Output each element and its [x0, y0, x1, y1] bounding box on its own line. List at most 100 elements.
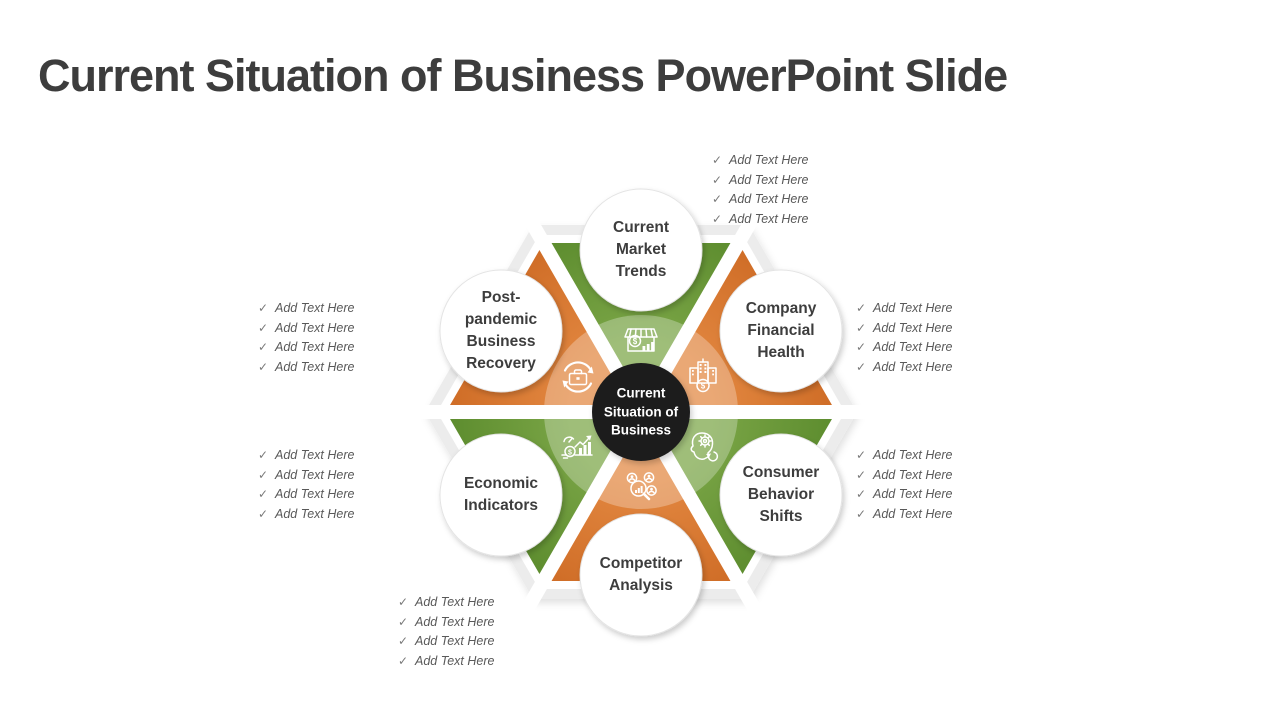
bullet-list-financial-health: ✓ Add Text Here ✓ Add Text Here ✓ Add Text …: [856, 299, 952, 378]
label-market-trends: Current Market Trends: [575, 217, 707, 283]
check-icon: ✓: [856, 360, 867, 375]
label-line: Consumer: [742, 464, 820, 481]
bullet-text: Add Text Here: [729, 172, 809, 187]
bullet-text: Add Text Here: [729, 153, 809, 167]
label-economic-indicators: Economic Indicators: [435, 473, 567, 517]
label-line: Business: [466, 333, 536, 350]
bullet-item: ✓Add Text Here: [856, 466, 952, 486]
check-icon: ✓: [258, 487, 269, 502]
label-line: Recovery: [466, 355, 536, 372]
bullet-text: Add Text Here: [275, 467, 355, 482]
bullet-item: ✓Add Text Here: [856, 505, 952, 525]
check-icon: ✓: [258, 340, 269, 355]
bullet-text: Add Text Here: [415, 614, 495, 629]
label-financial-health: Company Financial Health: [715, 298, 847, 364]
center-hub: [592, 363, 690, 461]
svg-text:$: $: [568, 449, 572, 456]
check-icon: ✓: [258, 301, 269, 315]
circle-financial-health: [719, 269, 843, 393]
label-line: Trends: [615, 263, 667, 280]
svg-text:$: $: [701, 382, 706, 391]
bullet-text: Add Text Here: [415, 654, 495, 669]
bullet-text: Add Text Here: [873, 301, 953, 315]
bullet-text: Add Text Here: [873, 448, 953, 462]
check-icon: ✓: [856, 507, 867, 522]
check-icon: ✓: [258, 467, 269, 482]
bullet-list-post-pandemic: ✓Add Text Here ✓Add Text Here ✓Add Text …: [258, 299, 354, 378]
bullet-text: Add Text Here: [275, 448, 355, 462]
label-line: Behavior: [747, 486, 815, 503]
magnifier-people-icon: [626, 472, 657, 501]
center-hub-label: Current Situation of Business: [586, 384, 696, 440]
label-line: Current: [613, 219, 669, 236]
check-icon: ✓: [712, 192, 723, 207]
bullet-item: ✓ Add Text Here: [258, 446, 354, 466]
bullet-item: ✓ Add Text Here: [856, 299, 952, 319]
check-icon: ✓: [258, 320, 269, 335]
check-icon: ✓: [712, 212, 723, 227]
bullet-list-competitor-analysis: ✓ Add Text Here ✓ Add Text Here ✓ Add Text …: [398, 593, 494, 672]
label-line: Company: [745, 300, 817, 317]
bullet-text: Add Text Here: [275, 487, 355, 502]
bullet-item: ✓ Add Text Here: [856, 358, 952, 378]
check-icon: ✓: [398, 634, 409, 649]
bullet-list-consumer-behavior: ✓Add Text Here ✓Add Text Here ✓Add Text …: [856, 446, 952, 525]
check-icon: ✓: [398, 595, 409, 609]
bullet-item: ✓ Add Text Here: [258, 485, 354, 505]
check-icon: ✓: [856, 320, 867, 335]
bullet-list-market-trends: ✓ Add Text Here ✓ Add Text Here ✓ Add Text …: [712, 151, 808, 230]
check-icon: ✓: [398, 654, 409, 669]
head-gear-icon: [690, 432, 719, 462]
bullet-item: ✓ Add Text Here: [258, 466, 354, 486]
briefcase-refresh-icon: [562, 361, 594, 393]
bullet-text: Add Text Here: [275, 301, 355, 315]
check-icon: ✓: [856, 340, 867, 355]
storefront-icon: $: [624, 328, 658, 352]
bullet-item: ✓Add Text Here: [398, 613, 494, 633]
label-line: Economic: [463, 475, 539, 492]
bullet-text: Add Text Here: [275, 507, 355, 522]
bullet-item: ✓ Add Text Here: [258, 299, 354, 319]
label-line: Situation of: [603, 403, 679, 419]
bullet-item: ✓Add Text Here: [258, 358, 354, 378]
circle-consumer-behavior: [719, 433, 843, 557]
label-competitor-analysis: Competitor Analysis: [575, 553, 707, 597]
label-line: Financial: [747, 322, 815, 339]
label-line: Analysis: [609, 577, 673, 594]
circle-competitor-analysis: [579, 513, 703, 637]
check-icon: ✓: [856, 448, 867, 462]
bullet-item: ✓Add Text Here: [712, 171, 808, 191]
label-line: pandemic: [464, 311, 538, 328]
bullet-text: Add Text Here: [415, 595, 495, 609]
bullet-text: Add Text Here: [873, 467, 953, 482]
bullet-item: ✓ Add Text Here: [712, 190, 808, 210]
label-consumer-behavior: Consumer Behavior Shifts: [715, 462, 847, 528]
check-icon: ✓: [258, 448, 269, 462]
label-line: Health: [757, 344, 805, 361]
bullet-text: Add Text Here: [873, 360, 953, 375]
bullet-text: Add Text Here: [275, 340, 355, 355]
bullet-text: Add Text Here: [729, 212, 809, 227]
bullet-item: ✓Add Text Here: [258, 319, 354, 339]
bullet-text: Add Text Here: [873, 487, 953, 502]
label-line: Post-: [481, 289, 521, 306]
bullet-item: ✓ Add Text Here: [398, 632, 494, 652]
circle-economic-indicators: [439, 433, 563, 557]
bullet-text: Add Text Here: [415, 634, 495, 649]
bullet-item: ✓Add Text Here: [856, 338, 952, 358]
check-icon: ✓: [856, 301, 867, 315]
label-line: Current: [616, 385, 666, 401]
bullet-list-economic-indicators: ✓ Add Text Here ✓ Add Text Here ✓ Add Text …: [258, 446, 354, 525]
bullet-item: ✓ Add Text Here: [856, 319, 952, 339]
label-line: Indicators: [463, 497, 539, 514]
check-icon: ✓: [258, 360, 269, 375]
label-line: Shifts: [759, 508, 803, 525]
bullet-item: ✓ Add Text Here: [398, 593, 494, 613]
bullet-text: Add Text Here: [729, 192, 809, 207]
check-icon: ✓: [712, 153, 723, 167]
bullet-text: Add Text Here: [873, 320, 953, 335]
circle-post-pandemic: [439, 269, 563, 393]
office-buildings-icon: $: [689, 358, 717, 393]
